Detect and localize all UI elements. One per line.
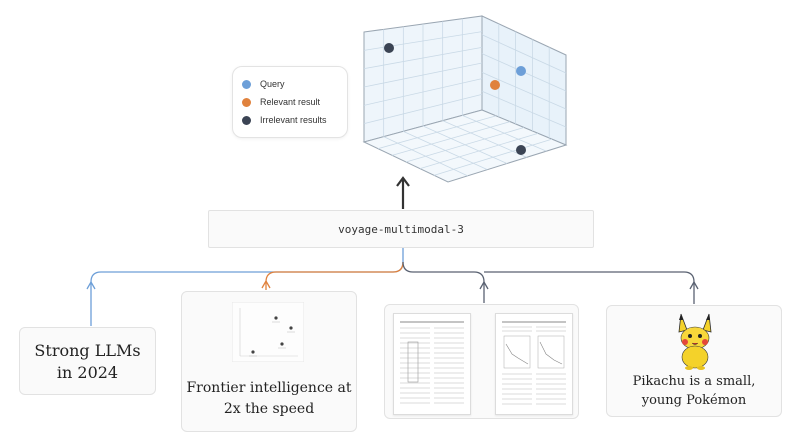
input-connectors	[86, 246, 699, 326]
connector-chart	[265, 261, 404, 290]
arrowhead-text	[86, 280, 96, 290]
arrowhead-chart	[261, 279, 271, 289]
connector-docs	[402, 261, 485, 303]
connector-image	[484, 271, 695, 304]
arrowhead-image	[689, 280, 699, 290]
model-name-box: voyage-multimodal-3	[208, 210, 594, 248]
irrelevant-result-point	[384, 43, 394, 53]
document-page-1-content	[400, 321, 464, 404]
image-caption: Pikachu is a small, young Pokémon	[632, 374, 756, 408]
document-input-card	[384, 304, 579, 419]
legend-item-relevant: Relevant result	[242, 95, 320, 109]
legend-label: Relevant result	[260, 97, 321, 107]
irrelevant-dot-icon	[242, 115, 251, 125]
legend-item-query: Query	[242, 77, 285, 91]
relevant-result-point	[490, 80, 500, 90]
legend-label: Irrelevant results	[260, 115, 327, 125]
query-point	[516, 66, 526, 76]
grid-line	[481, 90, 567, 128]
irrelevant-result-point	[516, 145, 526, 155]
pikachu-icon	[678, 313, 712, 370]
grid-line	[481, 72, 567, 110]
legend-item-irrelevant: Irrelevant results	[242, 113, 327, 127]
chart-caption: Frontier intelligence at 2x the speed	[186, 380, 352, 417]
legend: Query Relevant result Irrelevant results	[232, 66, 348, 138]
grid-line	[481, 34, 567, 74]
relevant-dot-icon	[242, 97, 251, 107]
text-input-content: Strong LLMs in 2024	[34, 341, 141, 382]
legend-label: Query	[260, 79, 285, 89]
arrowhead-docs	[479, 280, 489, 290]
chart-thumbnail	[232, 302, 304, 362]
document-page-2	[495, 313, 573, 415]
text-input-card: Strong LLMs in 2024	[19, 327, 156, 395]
query-dot-icon	[242, 79, 251, 89]
document-page-1	[393, 313, 471, 415]
image-input-card: Pikachu is a small, young Pokémon	[606, 305, 782, 417]
embedding-3d-plot	[362, 15, 568, 183]
grid-line	[433, 138, 553, 176]
document-page-2-content	[502, 321, 566, 405]
grid-line	[363, 93, 483, 125]
output-arrow	[396, 176, 410, 209]
chart-input-card: Frontier intelligence at 2x the speed	[181, 291, 357, 432]
